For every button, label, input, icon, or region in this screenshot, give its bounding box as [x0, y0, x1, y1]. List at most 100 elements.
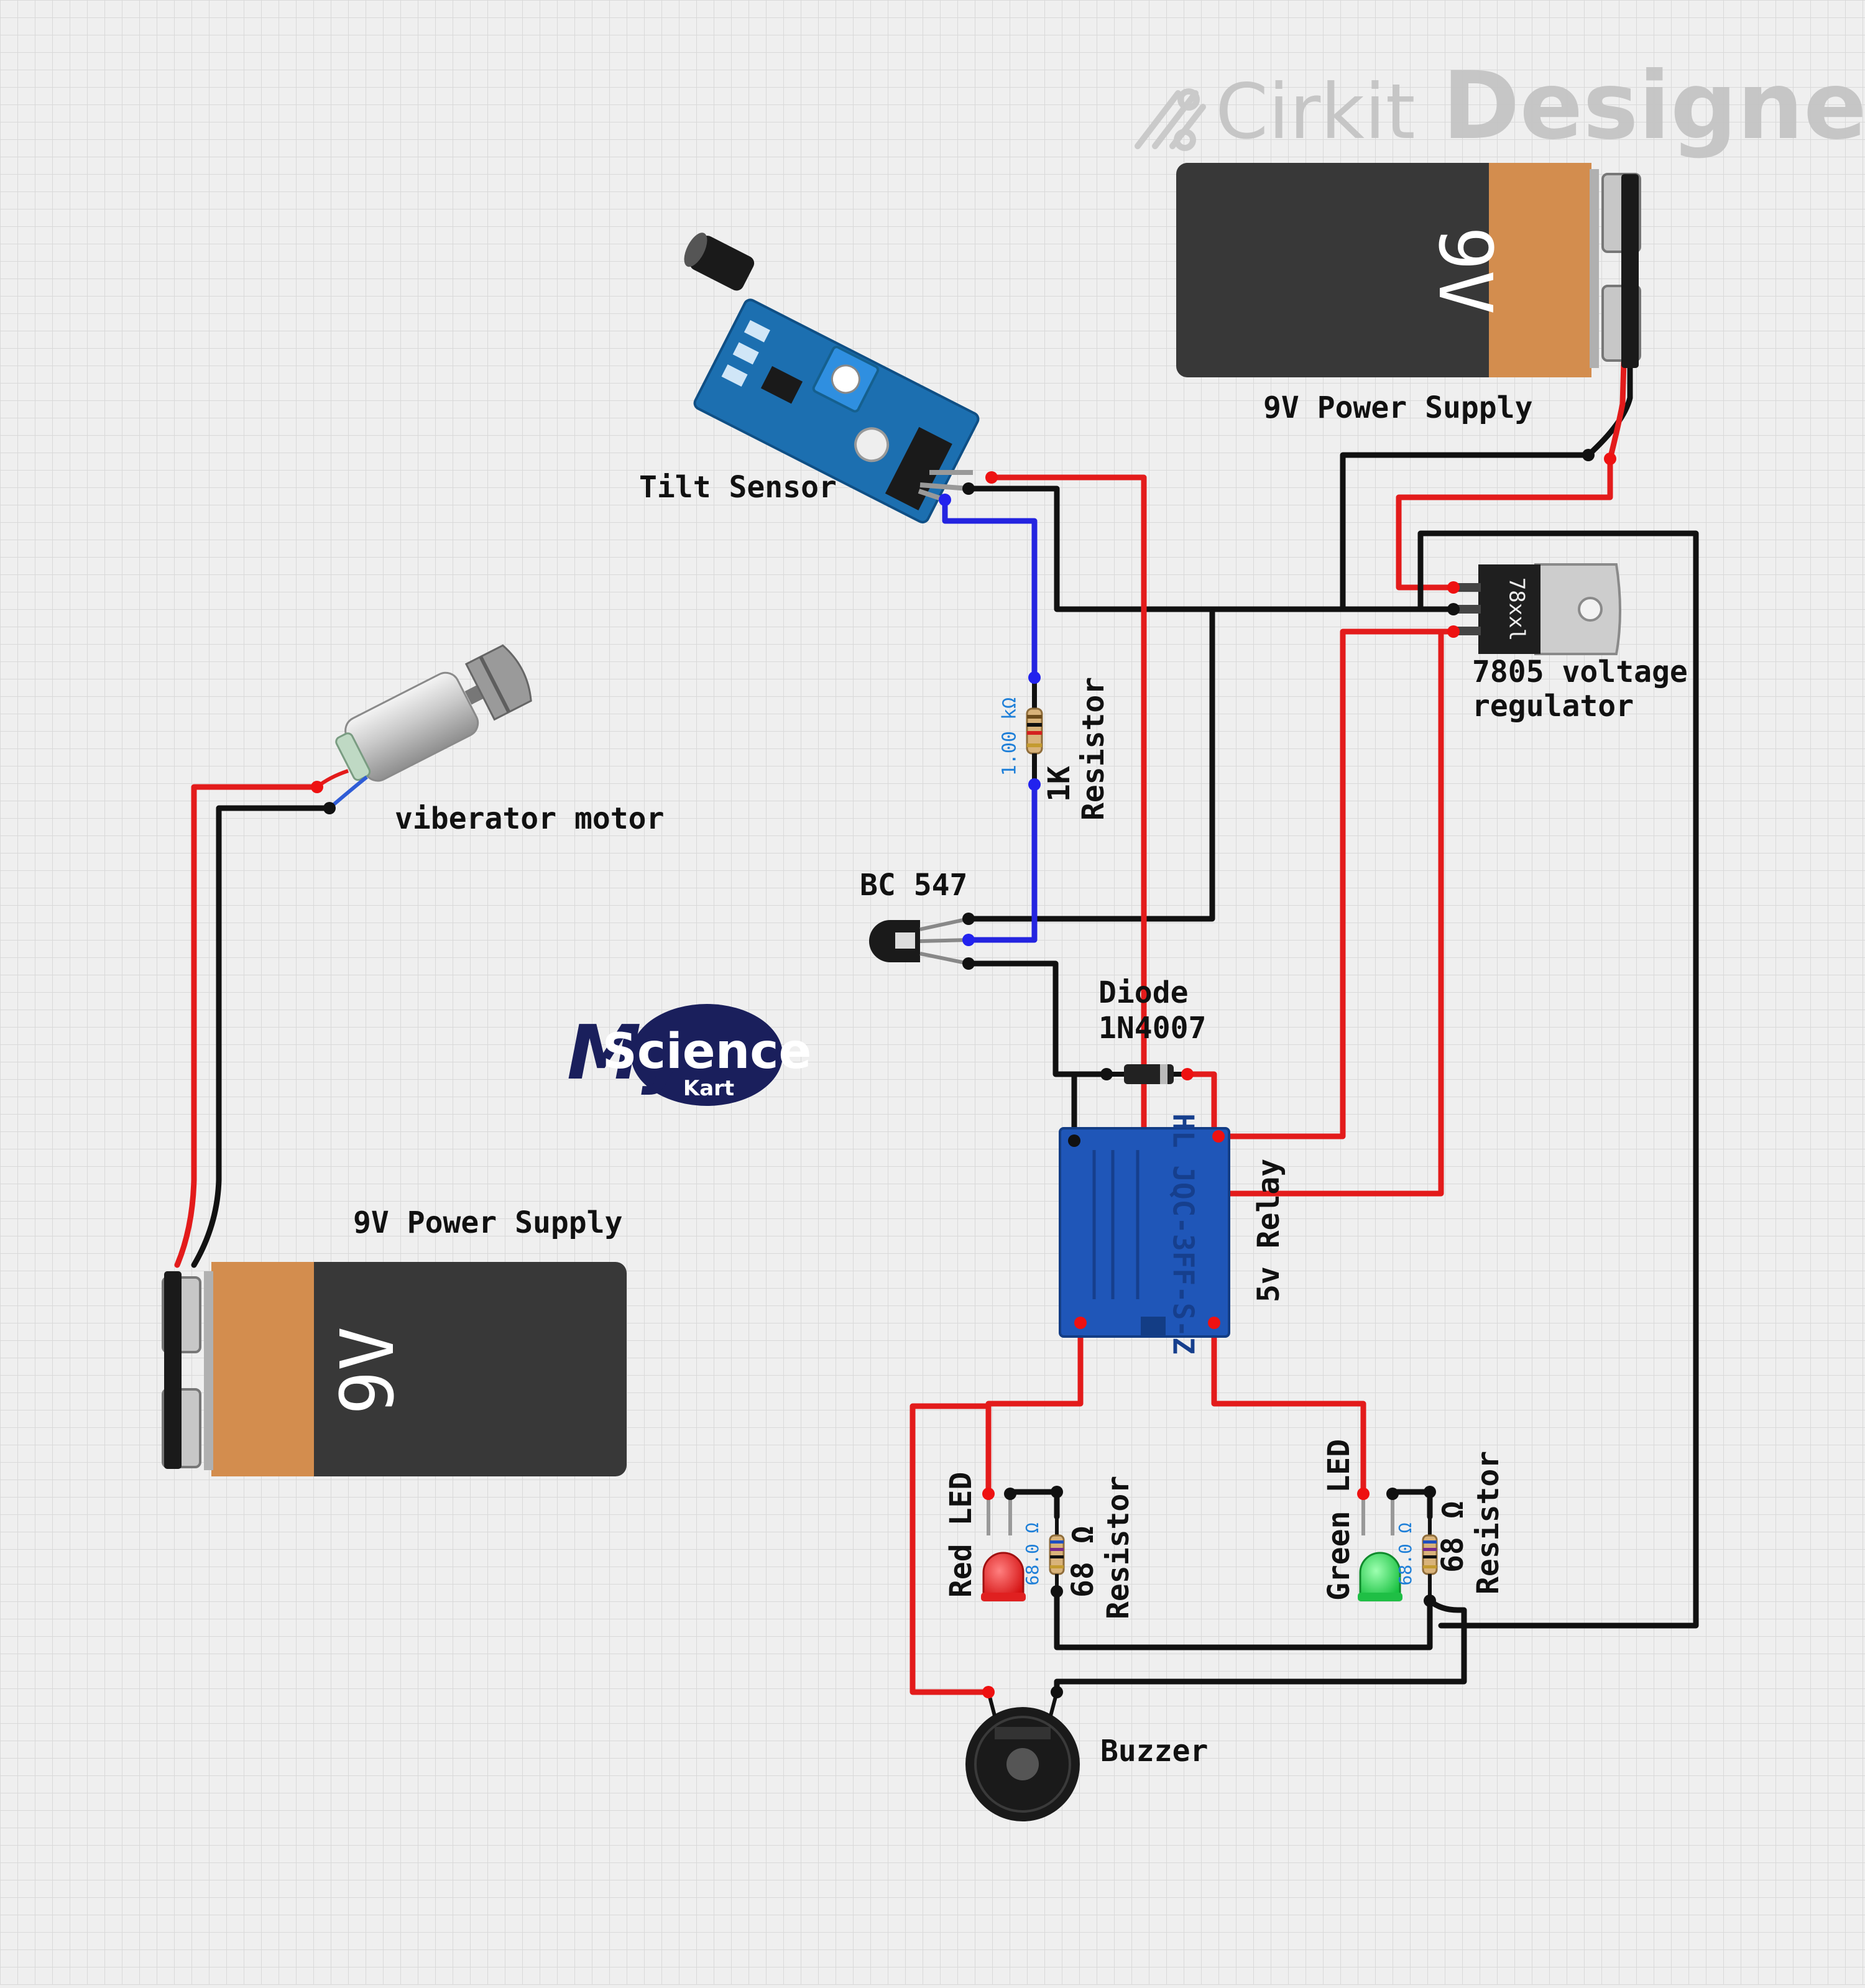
buzzer-label: Buzzer — [1100, 1734, 1208, 1769]
battery-bottom-wrap — [211, 1262, 314, 1476]
relay-to-red-led-wire[interactable] — [985, 1320, 1084, 1497]
resistor-68-red-value: 68.0 Ω — [1022, 1522, 1043, 1585]
buzzer-top-bar — [995, 1727, 1051, 1739]
resistor-68-red-band-3 — [1050, 1555, 1064, 1558]
red-resistor-ground-wire[interactable] — [1054, 1588, 1433, 1650]
battery-top-label: 9V Power Supply — [1263, 390, 1532, 425]
regulator-marking: 78xxl — [1504, 578, 1529, 641]
watermark-brand-bold: Designer — [1442, 52, 1865, 160]
relay-to-green-led-wire[interactable] — [1211, 1320, 1366, 1497]
red-led[interactable] — [981, 1494, 1026, 1601]
collector-to-diode-wire[interactable] — [965, 960, 1110, 1077]
regulator-pin-ground — [1455, 605, 1481, 614]
resistor-68-red-band-2 — [1050, 1548, 1064, 1551]
battery-bottom-body — [211, 1262, 627, 1476]
diode-cathode-band — [1160, 1064, 1167, 1084]
resistor-68-red-band-4 — [1050, 1565, 1064, 1568]
battery-positive-to-regulator-wire[interactable] — [1396, 456, 1613, 591]
resistor-1k-band-1 — [1027, 715, 1042, 719]
relay-5v[interactable]: HL JQC-3FF-S-Z — [1059, 1113, 1230, 1355]
transistor-marking-plate — [895, 932, 915, 949]
resistor-68-green-band-2 — [1423, 1548, 1437, 1551]
battery-top-body — [1176, 163, 1591, 377]
motor-weight-slot — [479, 656, 511, 713]
regulator-ground-return-wire[interactable] — [1417, 530, 1699, 1629]
tilt-sensor-label: Tilt Sensor — [639, 470, 837, 505]
diode-cathode-wire[interactable] — [1184, 1071, 1217, 1139]
cirkit-logo-icon — [1135, 88, 1206, 151]
relay-body — [1059, 1127, 1230, 1338]
regulator-ground-to-sensor-wire[interactable] — [965, 485, 1457, 612]
logo-science: Science — [602, 1024, 812, 1080]
vibration-motor[interactable] — [329, 640, 538, 791]
battery-top-positive-wire[interactable] — [1607, 359, 1627, 462]
battery-bottom[interactable]: 9V — [162, 1262, 627, 1476]
battery-bottom-cap — [204, 1271, 213, 1470]
regulator-ground-to-transistor-wire[interactable] — [965, 609, 1215, 922]
diode-1n4007[interactable] — [1107, 1064, 1187, 1084]
regulator-heatsink — [1534, 563, 1621, 655]
transistor-pin-base — [919, 938, 969, 943]
resistor-68-green-band-1 — [1423, 1540, 1437, 1544]
resistor-1k-band-2 — [1027, 723, 1042, 727]
green-led[interactable] — [1358, 1494, 1402, 1601]
red-led-lens — [982, 1552, 1025, 1599]
watermark: Cirkit Designer — [1135, 52, 1865, 160]
resistor-68-green-label-line1: 68 Ω — [1435, 1501, 1470, 1573]
battery-top-marking: 9V — [1422, 226, 1508, 315]
battery-top-cap — [1590, 169, 1599, 368]
relay-label: 5v Relay — [1251, 1159, 1286, 1302]
sensor-mount-hole — [854, 427, 890, 462]
tilt-sensor[interactable] — [679, 229, 980, 525]
green-led-lens — [1359, 1552, 1401, 1599]
watermark-brand-light: Cirkit — [1215, 68, 1416, 156]
logo-ellipse — [631, 1004, 783, 1106]
tilt-switch-end — [684, 232, 707, 267]
resistor-68-green-band-3 — [1423, 1555, 1437, 1558]
resistor-68-red-label-line2: Resistor — [1101, 1476, 1136, 1619]
resistor-68-red[interactable]: 68.0 Ω — [1022, 1517, 1065, 1591]
regulator-pin-output — [1455, 627, 1481, 635]
sensor-smd-3 — [721, 364, 748, 387]
regulator-output-to-relay-wire[interactable] — [1215, 628, 1457, 1139]
voltage-regulator[interactable]: 78xxl — [1455, 563, 1621, 655]
transistor-label: BC 547 — [860, 868, 967, 903]
sensor-signal-wire[interactable] — [942, 497, 1038, 681]
relay-spec-lines — [1092, 1150, 1140, 1299]
red-led-rim — [981, 1593, 1026, 1601]
sensor-smd-1 — [744, 320, 770, 343]
buzzer[interactable] — [965, 1691, 1080, 1821]
battery-top-clip — [1621, 174, 1639, 368]
resistor-68-green-label-line2: Resistor — [1471, 1451, 1506, 1595]
sensor-chip — [760, 366, 803, 404]
resistor-1k-band-4 — [1027, 743, 1042, 747]
transistor-pin-emitter — [919, 917, 969, 931]
resistor-to-base-wire[interactable] — [965, 781, 1038, 943]
transistor-bc547[interactable] — [869, 917, 969, 965]
motor-negative-wire[interactable] — [191, 805, 333, 1268]
battery-top-wrap — [1489, 163, 1591, 377]
diode-label-line2: 1N4007 — [1098, 1011, 1206, 1046]
resistor-1k-label-line1: 1K — [1042, 766, 1077, 802]
battery-bottom-clip — [164, 1271, 182, 1469]
relay-notch — [1141, 1317, 1166, 1337]
transistor-pin-collector — [919, 952, 969, 965]
buzzer-sound-hole-icon — [1006, 1748, 1039, 1780]
sensor-smd-2 — [732, 342, 759, 365]
sensor-header — [885, 426, 952, 510]
resistor-68-red-band-1 — [1050, 1540, 1064, 1544]
relay-to-buzzer-wire[interactable] — [909, 1403, 992, 1695]
red-led-label: Red LED — [944, 1472, 979, 1598]
regulator-label-line2: regulator — [1472, 689, 1634, 724]
battery-top[interactable]: 9V — [1176, 163, 1641, 377]
relay-marking: HL JQC-3FF-S-Z — [1167, 1113, 1200, 1355]
wires — [174, 359, 1699, 1695]
regulator-body — [1478, 564, 1540, 654]
motor-positive-wire[interactable] — [174, 784, 320, 1268]
regulator-pin-input — [1455, 583, 1481, 592]
myscience-logo: My Science Kart — [567, 1004, 811, 1106]
resistor-1k-band-3 — [1027, 731, 1042, 735]
motor-label: viberator motor — [395, 801, 664, 836]
